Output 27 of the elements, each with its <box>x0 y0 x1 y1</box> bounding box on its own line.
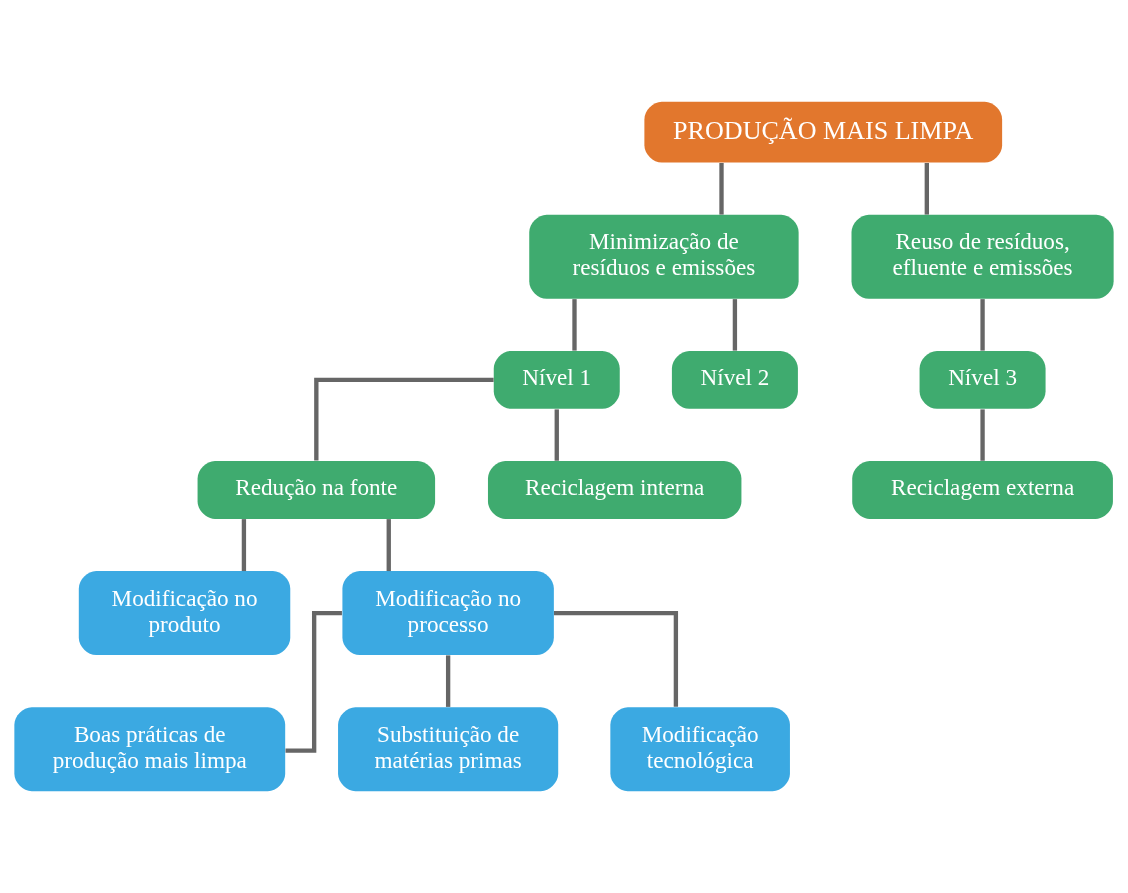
node-box: Reciclagem externa <box>852 461 1113 519</box>
connector <box>719 163 724 215</box>
node-box: Minimização de resíduos e emissões <box>529 214 799 299</box>
connector <box>924 163 929 215</box>
connector <box>314 377 494 461</box>
connector <box>554 610 679 707</box>
connector <box>554 409 559 461</box>
node-box: PRODUÇÃO MAIS LIMPA <box>644 101 1003 163</box>
node-box: Reuso de resíduos, efluente e emissões <box>851 214 1114 299</box>
connector <box>572 299 577 351</box>
node-box: Boas práticas de produção mais limpa <box>14 707 286 792</box>
node-box: Nível 2 <box>671 350 798 409</box>
node-box: Redução na fonte <box>197 461 436 519</box>
connector <box>445 655 451 707</box>
connector <box>285 610 342 753</box>
connector <box>241 519 247 572</box>
node-box: Modificação tecnológica <box>610 707 790 792</box>
connector <box>980 409 985 461</box>
node-box: Reciclagem interna <box>487 461 742 519</box>
node-box: Modificação no processo <box>342 571 554 656</box>
node-box: Substituição de matérias primas <box>338 707 559 792</box>
node-box: Modificação no produto <box>78 571 291 656</box>
node-box: Nível 3 <box>919 350 1046 409</box>
connector <box>386 519 391 572</box>
node-box: Nível 1 <box>493 350 620 409</box>
connector <box>980 299 985 351</box>
connector <box>732 299 738 351</box>
